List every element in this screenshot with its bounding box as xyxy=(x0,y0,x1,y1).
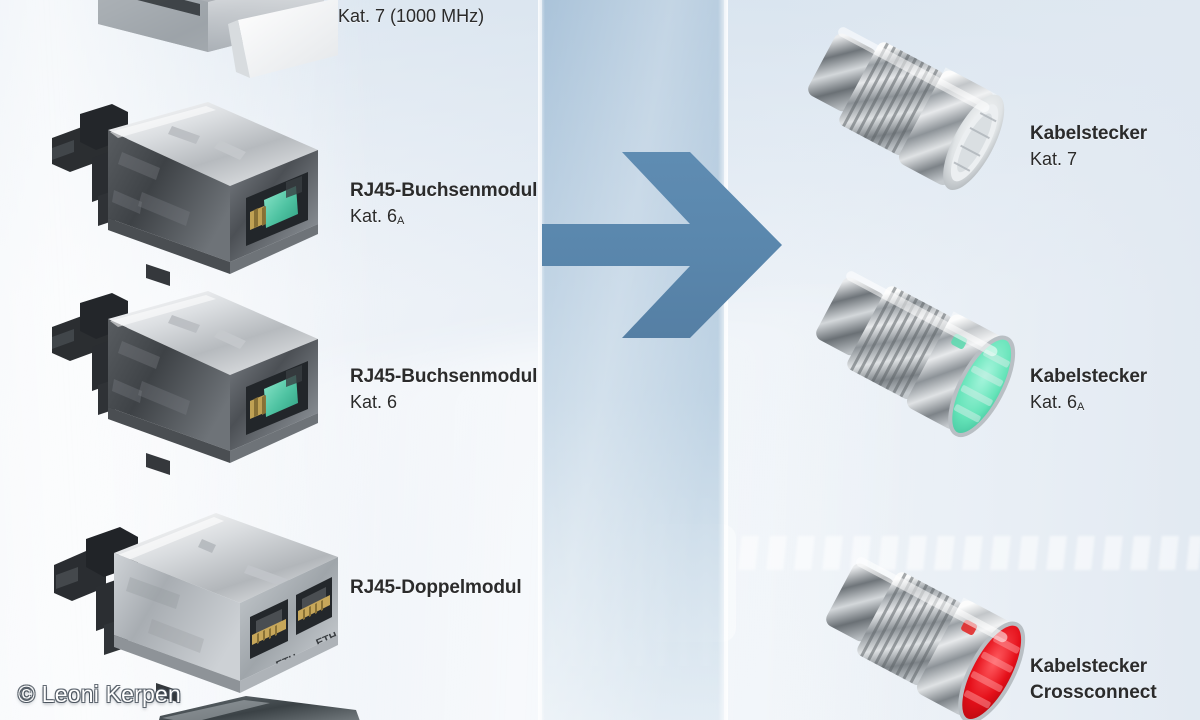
label-subscript: A xyxy=(397,215,405,228)
product-kabelstecker-kat6a xyxy=(808,262,1028,452)
label-rj45-doppelmodul: RJ45-Doppelmodul xyxy=(350,576,522,600)
label-kabelstecker-crossconnect: Kabelstecker Crossconnect xyxy=(1030,655,1157,706)
product-rj45-buchsenmodul-kat6 xyxy=(50,285,340,485)
label-line2: Kat. 6A xyxy=(350,206,405,228)
center-band-edge-right xyxy=(718,0,728,720)
label-line2: Crossconnect xyxy=(1030,682,1157,704)
label-line1: RJ45-Buchsenmodul xyxy=(350,366,538,387)
label-line2: Kat. 6A xyxy=(1030,392,1085,414)
label-line1: Kabelstecker xyxy=(1030,656,1148,677)
center-band xyxy=(542,0,724,720)
label-line1: RJ45-Doppelmodul xyxy=(350,577,522,598)
product-kabelstecker-crossconnect xyxy=(818,548,1038,720)
right-arrow-icon xyxy=(540,150,784,340)
product-rj45-modul-kat7 xyxy=(88,0,338,94)
label-line1: Kabelstecker xyxy=(1030,123,1148,144)
label-line1: RJ45-Buchsenmodul xyxy=(350,180,538,201)
product-bottom-cropped-module xyxy=(150,692,380,720)
label-line2: Kat. 7 xyxy=(1030,149,1078,170)
label-line1: Kabelstecker xyxy=(1030,366,1148,387)
label-rj45-buchsenmodul-kat6: RJ45-Buchsenmodul Kat. 6 xyxy=(350,365,537,414)
label-subscript: A xyxy=(1077,401,1085,414)
label-line2: Kat. 7 (1000 MHz) xyxy=(338,6,485,26)
copyright-credit: © Leoni Kerpen xyxy=(18,681,181,707)
label-kabelstecker-kat6a: Kabelstecker Kat. 6A xyxy=(1030,365,1147,414)
product-kabelstecker-kat7 xyxy=(800,18,1020,208)
center-band-highlight xyxy=(542,0,724,720)
label-kabelstecker-kat7: Kabelstecker Kat. 7 xyxy=(1030,122,1147,171)
product-rj45-buchsenmodul-kat6a xyxy=(50,96,340,296)
center-band-edge-left xyxy=(538,0,545,720)
product-rj45-doppelmodul: ETH ETH xyxy=(52,495,352,705)
label-rj45-buchsenmodul-kat6a: RJ45-Buchsenmodul Kat. 6A xyxy=(350,179,537,228)
label-line2: Kat. 6 xyxy=(350,392,398,413)
label-rj45-modul-kat7: Kat. 7 (1000 MHz) xyxy=(338,3,484,28)
